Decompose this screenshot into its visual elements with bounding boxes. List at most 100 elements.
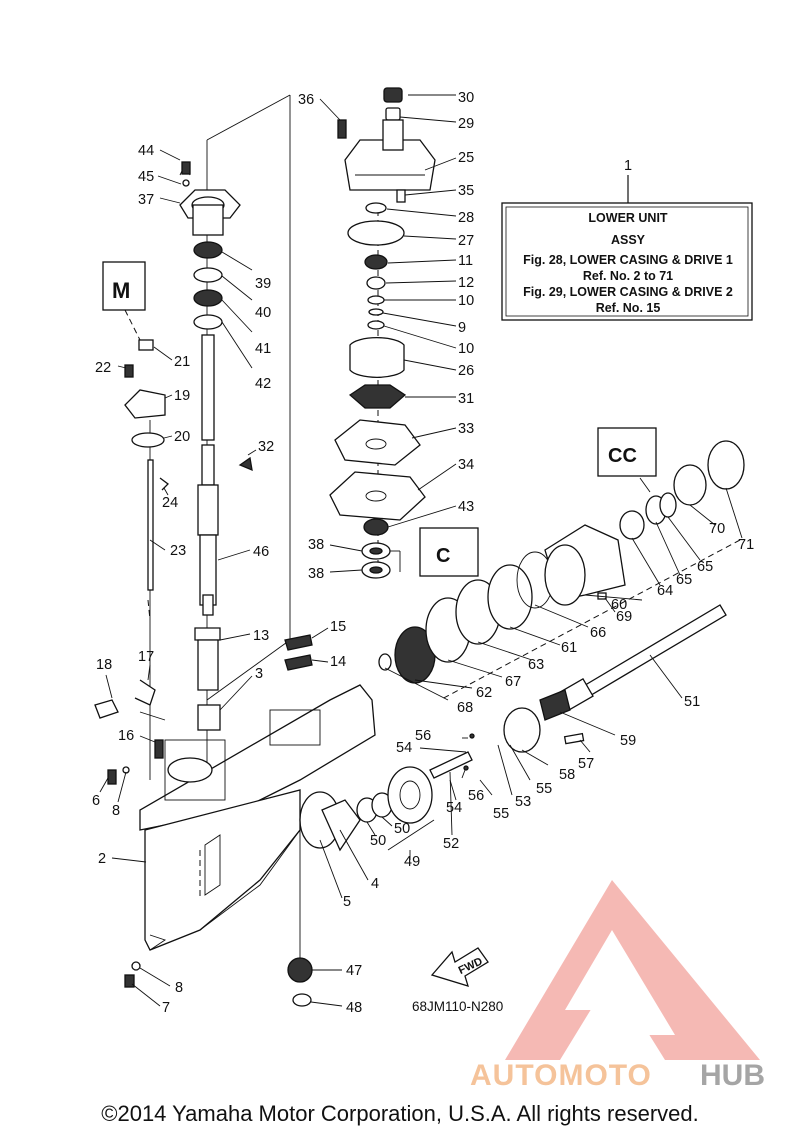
svg-text:M: M xyxy=(112,278,130,303)
callout-64: 64 xyxy=(657,583,673,599)
callout-52: 52 xyxy=(443,836,459,852)
callout-32: 32 xyxy=(258,439,274,455)
callout-49: 49 xyxy=(404,854,420,870)
callout-6: 6 xyxy=(92,793,100,809)
callout-12: 12 xyxy=(458,275,474,291)
fwd-arrow: FWD xyxy=(430,947,489,987)
callout-10b: 10 xyxy=(458,341,474,357)
callout-30: 30 xyxy=(458,90,474,106)
info-box xyxy=(501,175,753,321)
callout-48: 48 xyxy=(346,1000,362,1016)
svg-text:AUTOMOTO: AUTOMOTO xyxy=(470,1059,652,1092)
callout-65b: 65 xyxy=(697,559,713,575)
callout-4: 4 xyxy=(371,876,379,892)
callout-37: 37 xyxy=(138,192,154,208)
callout-46: 46 xyxy=(253,544,269,560)
callout-43: 43 xyxy=(458,499,474,515)
callout-58: 58 xyxy=(559,767,575,783)
callout-26: 26 xyxy=(458,363,474,379)
callout-8a: 8 xyxy=(112,803,120,819)
info-box-line4: Ref. No. 2 to 71 xyxy=(583,269,673,283)
callout-16: 16 xyxy=(118,728,134,744)
callout-29: 29 xyxy=(458,116,474,132)
callout-44: 44 xyxy=(138,143,154,159)
callout-63: 63 xyxy=(528,657,544,673)
callout-39: 39 xyxy=(255,276,271,292)
callout-13: 13 xyxy=(253,628,269,644)
propeller-shaft xyxy=(463,604,727,771)
callout-50a: 50 xyxy=(370,833,386,849)
callout-41: 41 xyxy=(255,341,271,357)
callout-33: 33 xyxy=(458,421,474,437)
callout-45: 45 xyxy=(138,169,154,185)
pinion-and-gears xyxy=(287,751,473,1007)
callout-5: 5 xyxy=(343,894,351,910)
callout-57: 57 xyxy=(578,756,594,772)
callout-71: 71 xyxy=(738,537,754,553)
lower-casing xyxy=(107,684,376,988)
info-box-line1: LOWER UNIT xyxy=(588,211,668,225)
callout-34: 34 xyxy=(458,457,474,473)
impeller-stack xyxy=(329,254,426,579)
callout-9: 9 xyxy=(458,320,466,336)
callout-35: 35 xyxy=(458,183,474,199)
info-box-line3: Fig. 28, LOWER CASING & DRIVE 1 xyxy=(523,253,733,267)
shift-linkage: M xyxy=(102,261,169,621)
callout-19: 19 xyxy=(174,388,190,404)
svg-text:HUB: HUB xyxy=(700,1059,765,1092)
callout-2: 2 xyxy=(98,851,106,867)
callout-11: 11 xyxy=(458,253,473,269)
callout-70: 70 xyxy=(709,521,725,537)
info-box-ref: 1 xyxy=(624,158,632,174)
callout-68: 68 xyxy=(457,700,473,716)
callout-69: 69 xyxy=(616,609,632,625)
info-box-line2: ASSY xyxy=(611,233,646,247)
callout-62: 62 xyxy=(476,685,492,701)
callout-67: 67 xyxy=(505,674,521,690)
callout-numbers: 36 30 29 25 35 28 27 11 12 10 9 10 26 31… xyxy=(92,90,754,1016)
copyright-notice: ©2014 Yamaha Motor Corporation, U.S.A. A… xyxy=(101,1101,699,1126)
callout-50b: 50 xyxy=(394,821,410,837)
watermark-text: AUTOMOTO HUB xyxy=(470,1059,765,1092)
callout-28: 28 xyxy=(458,210,474,226)
callout-27: 27 xyxy=(458,233,474,249)
callout-25: 25 xyxy=(458,150,474,166)
callout-7: 7 xyxy=(162,1000,170,1016)
callout-55a: 55 xyxy=(493,806,509,822)
callout-42: 42 xyxy=(255,376,271,392)
callout-38a: 38 xyxy=(308,537,324,553)
diagram-code: 68JM110-N280 xyxy=(412,999,503,1014)
woodruff-keys xyxy=(284,634,313,671)
info-box-line6: Ref. No. 15 xyxy=(596,301,661,315)
svg-text:C: C xyxy=(436,545,450,567)
callout-65a: 65 xyxy=(676,572,692,588)
callout-59: 59 xyxy=(620,733,636,749)
reverse-gear-stack: CC C xyxy=(378,427,745,684)
callout-61: 61 xyxy=(561,640,577,656)
callout-51: 51 xyxy=(684,694,700,710)
info-box-line5: Fig. 29, LOWER CASING & DRIVE 2 xyxy=(523,285,733,299)
watermark-logo xyxy=(505,880,760,1060)
callout-leaders xyxy=(99,94,743,1007)
callout-47: 47 xyxy=(346,963,362,979)
water-pump-housing xyxy=(337,87,436,246)
callout-40: 40 xyxy=(255,305,271,321)
callout-15: 15 xyxy=(330,619,346,635)
callout-8b: 8 xyxy=(175,980,183,996)
callout-36: 36 xyxy=(298,92,314,108)
callout-38b: 38 xyxy=(308,566,324,582)
callout-56a: 56 xyxy=(415,728,431,744)
callout-17: 17 xyxy=(138,649,154,665)
callout-60: 60 xyxy=(611,597,627,613)
callout-22: 22 xyxy=(95,360,111,376)
svg-text:CC: CC xyxy=(608,445,637,467)
drive-shaft-assembly xyxy=(179,161,253,731)
callout-10a: 10 xyxy=(458,293,474,309)
callout-66: 66 xyxy=(590,625,606,641)
callout-54a: 54 xyxy=(396,740,412,756)
callout-3: 3 xyxy=(255,666,263,682)
callout-14: 14 xyxy=(330,654,346,670)
callout-18: 18 xyxy=(96,657,112,673)
callout-54b: 54 xyxy=(446,800,462,816)
